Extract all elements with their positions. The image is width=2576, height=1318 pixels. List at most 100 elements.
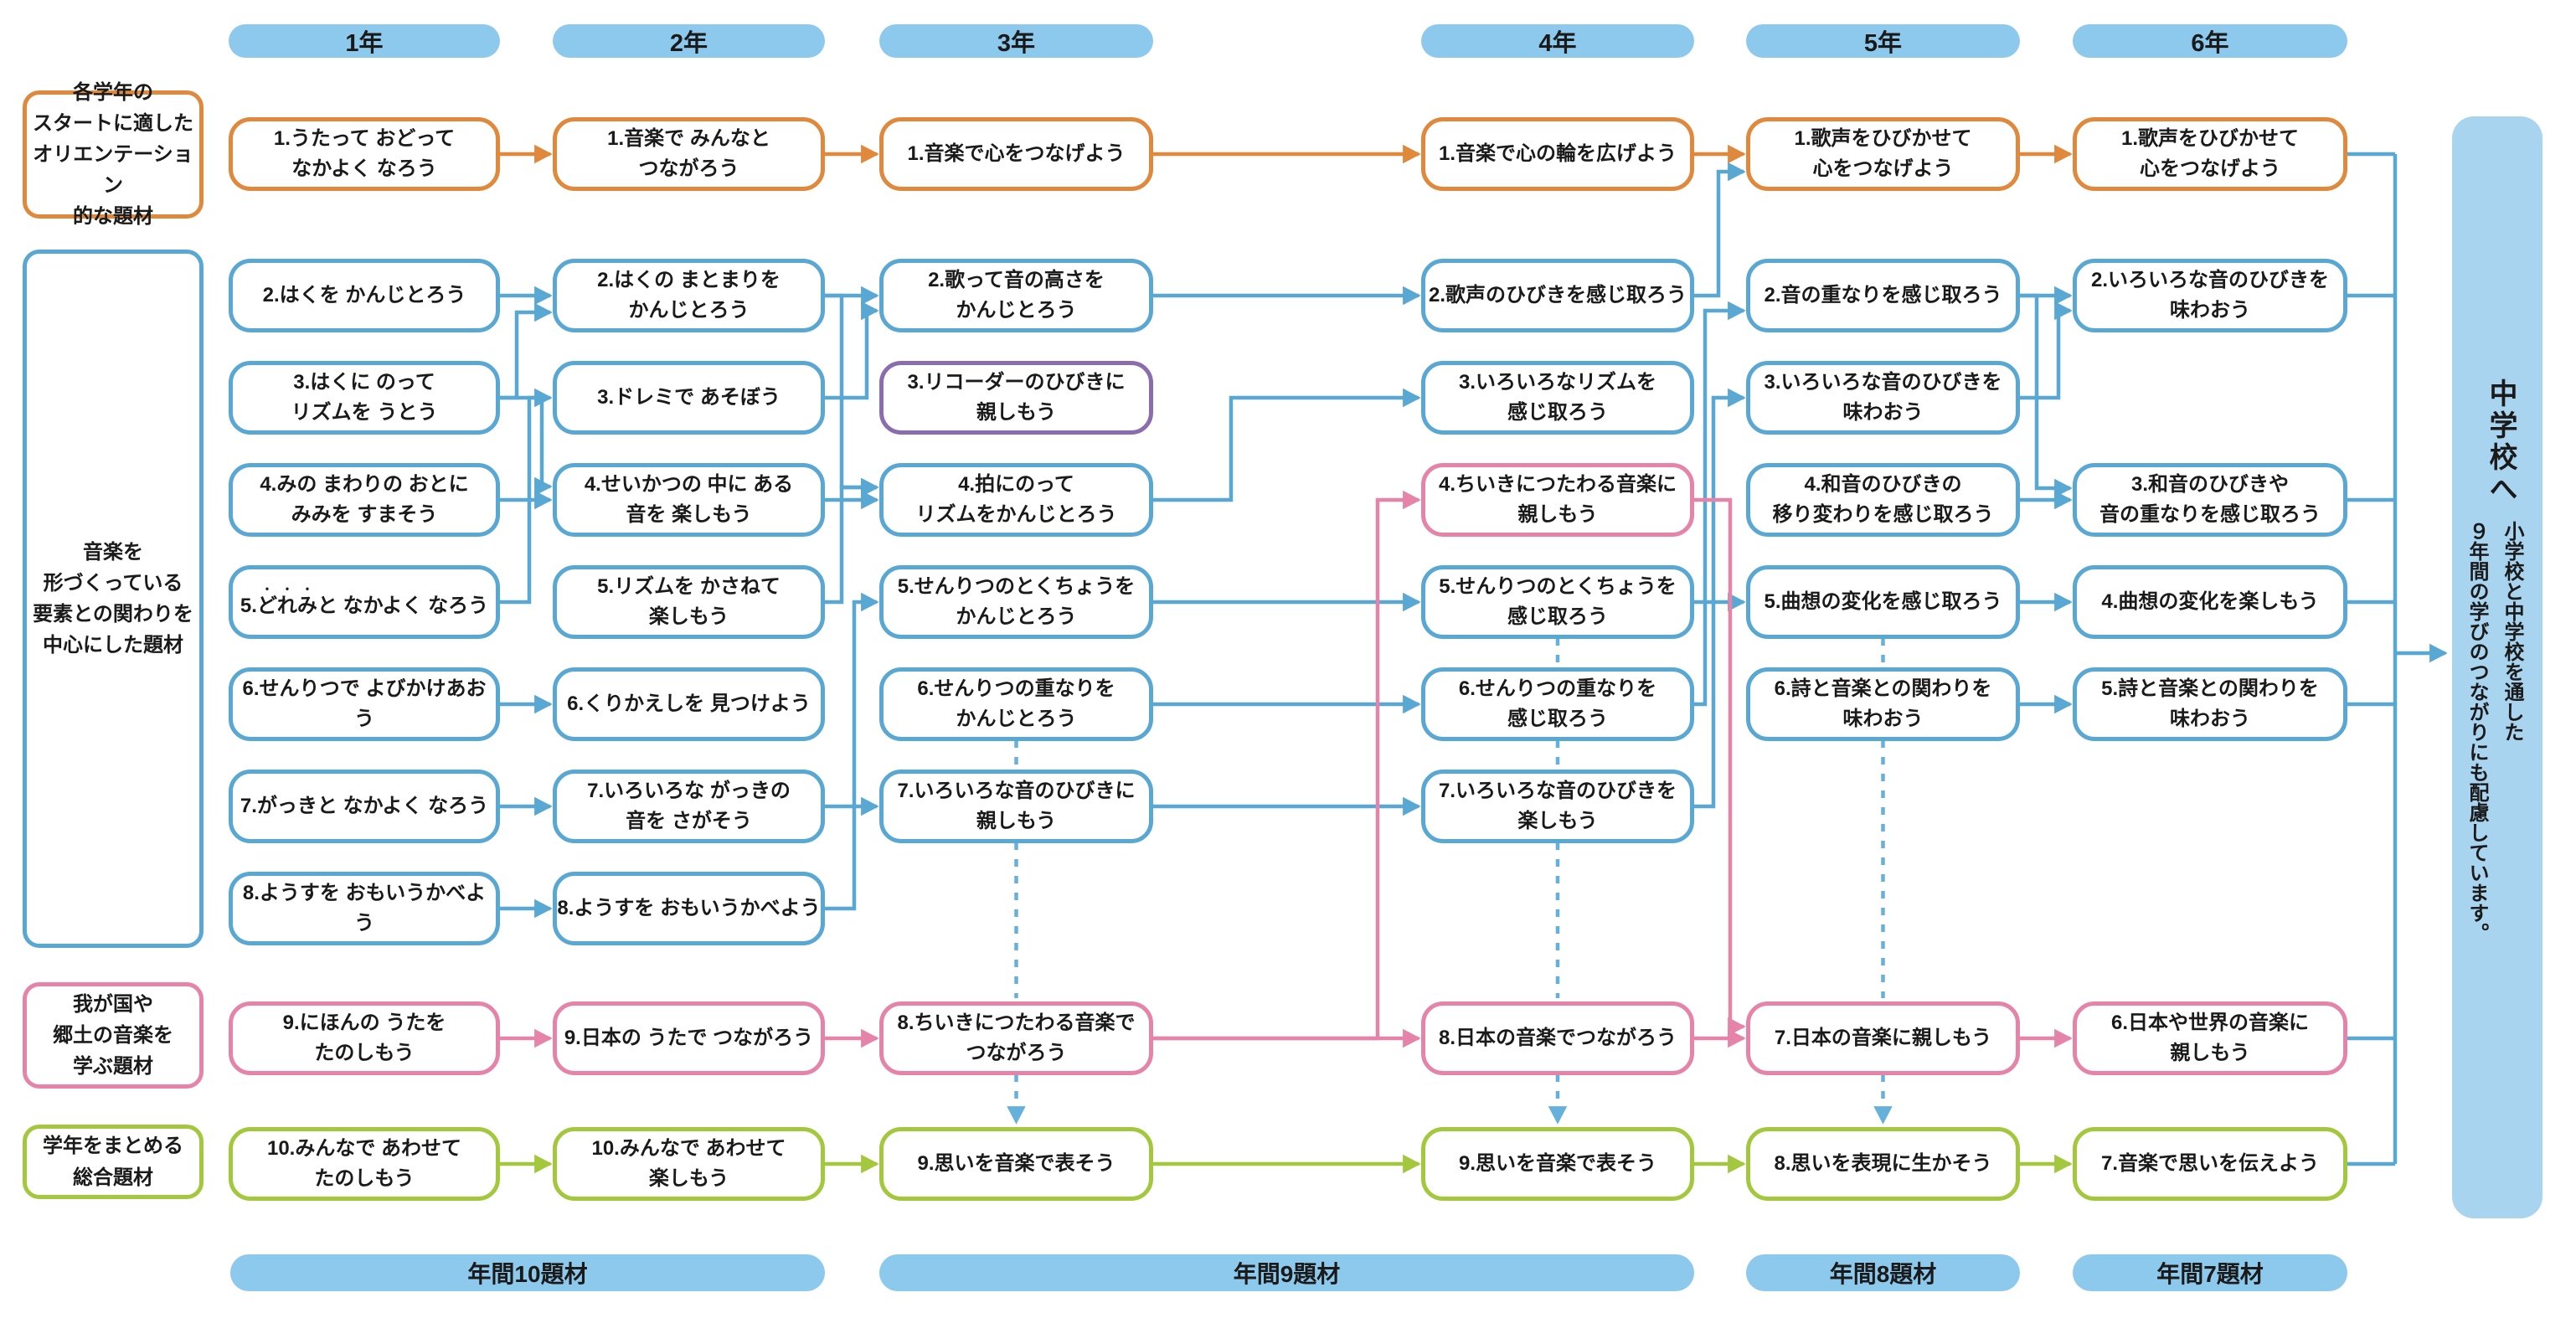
unit-box-g2-6: 6.くりかえしを 見つけよう <box>553 667 825 741</box>
unit-label: みみを すまそう <box>291 503 438 526</box>
unit-label: 7.いろいろな音のひびきを <box>1438 780 1677 802</box>
unit-label: 心をつなげよう <box>2140 157 2280 180</box>
unit-box-g6-1: 1.歌声をひびかせて心をつなげよう <box>2073 117 2347 191</box>
unit-label: 楽しもう <box>1517 810 1598 832</box>
annual-count-pill-2: 年間9題材 <box>879 1254 1694 1291</box>
unit-label: 8.思いを表現に生かそう <box>1774 1152 1992 1175</box>
unit-label: 5.どれみと なかよく なろう <box>240 595 489 617</box>
unit-label: 2.はくを かんじとろう <box>262 284 466 306</box>
unit-label: 4.拍にのって <box>958 473 1074 496</box>
unit-box-g3-4: 4.拍にのってリズムをかんじとろう <box>879 463 1153 537</box>
unit-box-g6-6: 6.日本や世界の音楽に親しもう <box>2073 1001 2347 1075</box>
unit-label: 7.音楽で思いを伝えよう <box>2100 1152 2319 1175</box>
junior-high-note-line: 小学校と中学校を通した <box>2501 521 2523 742</box>
unit-box-g1-2: 2.はくを かんじとろう <box>229 259 500 332</box>
category-label-orientation: 各学年のスタートに適したオリエンテーション的な題材 <box>23 81 204 228</box>
grade-header-pill-1: 1年 <box>229 24 500 58</box>
unit-label: 1.歌声をひびかせて <box>2120 127 2299 150</box>
unit-box-g2-1: 1.音楽で みんなとつながろう <box>553 117 825 191</box>
unit-label: 9.にほんの うたを <box>282 1012 446 1034</box>
unit-label: 2.歌声のひびきを感じ取ろう <box>1428 284 1687 306</box>
unit-box-g1-6: 6.せんりつで よびかけあおう <box>229 667 500 741</box>
unit-box-g1-3: 3.はくに のってリズムを うとう <box>229 361 500 435</box>
unit-box-g5-2: 2.音の重なりを感じ取ろう <box>1746 259 2020 332</box>
annual-count-pill-3: 年間8題材 <box>1746 1254 2020 1291</box>
unit-label: 8.ようすを おもいうかべよう <box>557 897 821 919</box>
unit-label: 2.いろいろな音のひびきを <box>2090 269 2329 291</box>
unit-label: 音の重なりを感じ取ろう <box>2099 503 2321 526</box>
unit-label: かんじとろう <box>956 299 1077 322</box>
unit-label: 6.くりかえしを 見つけよう <box>567 692 811 715</box>
unit-label: 3.和音のひびきや <box>2130 473 2289 496</box>
unit-label: 4.曲想の変化を楽しもう <box>2101 590 2319 613</box>
unit-label: 6.日本や世界の音楽に <box>2110 1012 2309 1034</box>
category-line: 音楽を <box>83 540 143 564</box>
unit-label: たのしもう <box>314 1167 415 1190</box>
unit-label: 1.うたって おどって <box>273 127 456 150</box>
unit-label: 4.和音のひびきの <box>1804 473 1962 496</box>
unit-label: 6.せんりつの重なりを <box>917 677 1115 700</box>
unit-label: 10.みんなで あわせて <box>591 1137 786 1160</box>
unit-label: 8.ようすを おもいうかべよう <box>242 882 487 934</box>
grade-header-pill-3: 3年 <box>879 24 1153 58</box>
unit-label: 2.音の重なりを感じ取ろう <box>1764 284 2002 306</box>
unit-box-g6-2: 2.いろいろな音のひびきを味わおう <box>2073 259 2347 332</box>
junior-high-title: 中学校へ <box>2485 378 2517 506</box>
unit-label: 10.みんなで あわせて <box>266 1137 462 1160</box>
unit-box-g3-9: 9.思いを音楽で表そう <box>879 1127 1153 1201</box>
unit-label: 音を さがそう <box>626 810 752 832</box>
unit-box-g2-10: 10.みんなで あわせて楽しもう <box>553 1127 825 1201</box>
unit-label: 親しもう <box>2170 1042 2250 1064</box>
unit-label: 9.思いを音楽で表そう <box>917 1152 1115 1175</box>
unit-box-g2-2: 2.はくの まとまりをかんじとろう <box>553 259 825 332</box>
unit-label: 8.日本の音楽でつながろう <box>1438 1027 1677 1049</box>
unit-box-g6-3: 3.和音のひびきや音の重なりを感じ取ろう <box>2073 463 2347 537</box>
unit-label: 移り変わりを感じ取ろう <box>1772 503 1994 526</box>
unit-box-g3-5: 5.せんりつのとくちょうをかんじとろう <box>879 565 1153 639</box>
unit-label: 7.いろいろな音のひびきに <box>897 780 1136 802</box>
unit-label: 5.詩と音楽との関わりを <box>2101 677 2319 700</box>
category-line: 形づくっている <box>43 571 183 595</box>
category-line: 我が国や <box>73 992 153 1016</box>
unit-label: かんじとろう <box>956 708 1077 730</box>
unit-label: 4.せいかつの 中に ある <box>584 473 794 496</box>
unit-label: 音を 楽しもう <box>626 503 752 526</box>
unit-label: 感じ取ろう <box>1507 708 1608 730</box>
category-label-elements: 音楽を形づくっている要素との関わりを中心にした題材 <box>23 250 204 948</box>
category-line: 中心にした題材 <box>43 634 183 657</box>
unit-label: 3.リコーダーのひびきに <box>907 371 1126 394</box>
unit-box-g6-5: 5.詩と音楽との関わりを味わおう <box>2073 667 2347 741</box>
category-line: 学年をまとめる <box>43 1135 183 1158</box>
emphasized-text: どれみ <box>256 595 317 617</box>
unit-box-g1-7: 7.がっきと なかよく なろう <box>229 770 500 843</box>
unit-label: 9.思いを音楽で表そう <box>1458 1152 1656 1175</box>
unit-box-g2-4: 4.せいかつの 中に ある音を 楽しもう <box>553 463 825 537</box>
unit-label: かんじとろう <box>956 605 1077 628</box>
unit-label: 3.いろいろな音のひびきを <box>1764 371 2002 394</box>
unit-label: 7.がっきと なかよく なろう <box>240 795 489 817</box>
unit-label: 2.はくの まとまりを <box>597 269 781 291</box>
annual-count-pill-4: 年間7題材 <box>2073 1254 2347 1291</box>
unit-box-g4-6: 6.せんりつの重なりを感じ取ろう <box>1421 667 1694 741</box>
unit-box-g4-4: 4.ちいきにつたわる音楽に親しもう <box>1421 463 1694 537</box>
unit-label: 3.いろいろなリズムを <box>1458 371 1656 394</box>
category-line: オリエンテーション <box>33 142 193 198</box>
unit-label: 親しもう <box>976 810 1057 832</box>
unit-label: リズムをかんじとろう <box>915 503 1117 526</box>
grade-header-pill-5: 5年 <box>1746 24 2020 58</box>
unit-label: 1.音楽で心をつなげよう <box>907 142 1126 165</box>
unit-label: 味わおう <box>2170 299 2250 322</box>
unit-label: 心をつなげよう <box>1812 157 1954 180</box>
grade-header-pill-6: 6年 <box>2073 24 2347 58</box>
unit-label: 5.せんりつのとくちょうを <box>1439 575 1677 598</box>
unit-box-g2-8: 8.ようすを おもいうかべよう <box>553 872 825 945</box>
unit-box-g4-2: 2.歌声のひびきを感じ取ろう <box>1421 259 1694 332</box>
unit-box-g6-7: 7.音楽で思いを伝えよう <box>2073 1127 2347 1201</box>
unit-label: 味わおう <box>1842 401 1924 424</box>
unit-label: 楽しもう <box>648 605 729 628</box>
unit-label: つながろう <box>638 157 739 180</box>
unit-box-g1-10: 10.みんなで あわせてたのしもう <box>229 1127 500 1201</box>
